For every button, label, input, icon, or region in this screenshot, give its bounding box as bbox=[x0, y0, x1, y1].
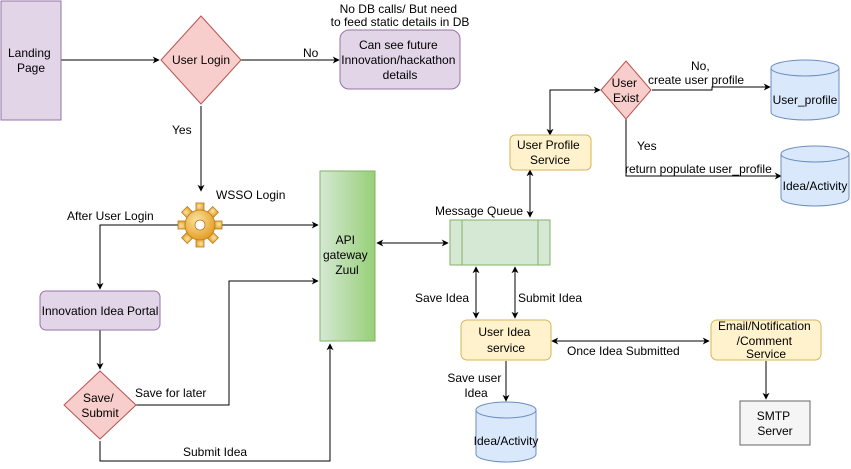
wsso-gear-icon bbox=[177, 202, 223, 248]
save-for-later-label: Save for later bbox=[135, 386, 206, 400]
save-submit-label: Save/ Submit bbox=[81, 391, 119, 420]
idea-activity-db-top-label: Idea/Activity bbox=[783, 179, 848, 193]
email-notification-service-label: Email/Notification /Comment Service bbox=[718, 319, 814, 361]
edge-exist-yes-to-idea-activity bbox=[625, 118, 782, 180]
user-login-decision: User Login bbox=[160, 15, 242, 105]
submit-idea-bottom-label: Submit Idea bbox=[183, 445, 247, 459]
email-notification-service-node: Email/Notification /Comment Service bbox=[710, 319, 822, 361]
edge-profile-to-exist bbox=[546, 86, 601, 136]
smtp-server-node: SMTP Server bbox=[739, 400, 811, 446]
exist-no-label: No, create user profile bbox=[648, 59, 744, 87]
edges bbox=[61, 56, 782, 462]
wsso-login-label: WSSO Login bbox=[216, 188, 285, 202]
smtp-server-label: SMTP Server bbox=[757, 409, 793, 438]
landing-page-label: Landing Page bbox=[8, 46, 54, 75]
user-idea-service-node: User Idea service bbox=[460, 319, 552, 361]
submit-idea-queue-label: Submit Idea bbox=[518, 291, 582, 305]
idea-activity-db-top: Idea/Activity bbox=[780, 145, 850, 207]
edge-wsso-to-portal bbox=[96, 224, 178, 290]
idea-activity-db-bottom-label: Idea/Activity bbox=[474, 434, 539, 448]
save-submit-decision: Save/ Submit bbox=[63, 370, 137, 440]
edge-save-for-later bbox=[135, 277, 319, 406]
user-profile-db: User_profile bbox=[770, 59, 840, 121]
user-profile-service-label: User Profile Service bbox=[517, 138, 583, 167]
innovation-portal-node: Innovation Idea Portal bbox=[39, 290, 161, 331]
user-profile-service-node: User Profile Service bbox=[509, 134, 592, 171]
edge-exist-no-to-user-profile bbox=[652, 83, 771, 91]
user-exist-label: User Exist bbox=[612, 76, 641, 105]
user-exist-decision: User Exist bbox=[600, 60, 652, 120]
login-no-label: No bbox=[303, 46, 319, 60]
landing-page-node: Landing Page bbox=[0, 0, 62, 121]
user-profile-db-label: User_profile bbox=[773, 93, 838, 107]
api-gateway-label: API gateway Zuul bbox=[323, 233, 371, 277]
idea-activity-db-bottom: Idea/Activity bbox=[474, 401, 539, 463]
no-db-note: No DB calls/ But need to feed static det… bbox=[331, 2, 470, 29]
message-queue-node bbox=[449, 219, 551, 266]
exist-yes-label: Yes bbox=[637, 139, 657, 153]
future-details-node: Can see future Innovation/hackathon deta… bbox=[339, 29, 461, 90]
api-gateway-node: API gateway Zuul bbox=[319, 170, 376, 342]
edge-labels: No DB calls/ But need to feed static det… bbox=[67, 2, 772, 459]
message-queue-label: Message Queue bbox=[435, 204, 523, 218]
edge-submit-idea-bottom bbox=[99, 343, 334, 462]
once-idea-submitted-label: Once Idea Submitted bbox=[567, 344, 680, 358]
user-login-label: User Login bbox=[172, 53, 230, 67]
save-user-idea-label: Save user Idea bbox=[447, 371, 504, 400]
return-populate-label: return populate user_profile bbox=[625, 162, 772, 176]
innovation-portal-label: Innovation Idea Portal bbox=[42, 304, 159, 318]
login-yes-label: Yes bbox=[172, 123, 192, 137]
after-user-login-label: After User Login bbox=[67, 209, 154, 223]
save-idea-label: Save Idea bbox=[415, 291, 469, 305]
future-details-label: Can see future Innovation/hackathon deta… bbox=[341, 38, 458, 82]
user-idea-service-label: User Idea service bbox=[478, 325, 533, 355]
